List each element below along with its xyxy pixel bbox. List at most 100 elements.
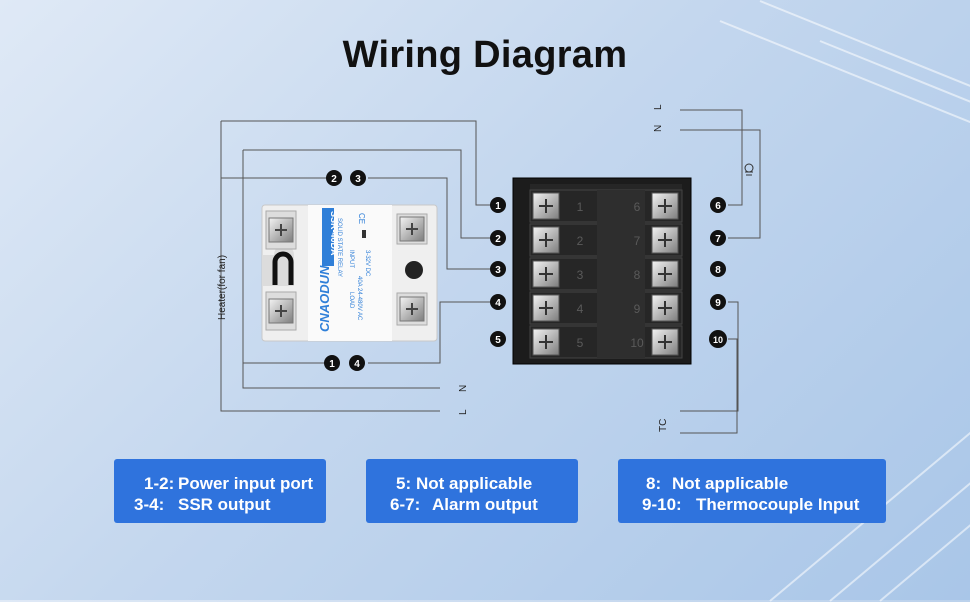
ce-mark-icon: CE xyxy=(357,213,366,224)
info-line: 8:Not applicable xyxy=(618,473,886,494)
ssr-screw-icon xyxy=(396,213,428,245)
ssr-terminal-label: 4 xyxy=(354,359,360,370)
controller-terminal-label: 8 xyxy=(715,265,721,276)
ssr-terminal-badge: 2 xyxy=(326,170,342,186)
wire-label-bottom-L: L xyxy=(458,409,469,415)
controller-screw-icon xyxy=(532,192,560,220)
controller-terminal-label: 5 xyxy=(495,335,501,346)
ssr-subtitle: SOLID STATE RELAY xyxy=(336,218,342,277)
controller-terminal-badge: 2 xyxy=(490,230,506,246)
embossed-number: 6 xyxy=(634,200,641,214)
controller-terminal-badge: 7 xyxy=(710,230,726,246)
controller-screw-icon xyxy=(532,260,560,288)
info-value: Power input port xyxy=(178,474,314,493)
wire-heater-to-bottom-L xyxy=(220,121,440,412)
controller-terminal-badge: 6 xyxy=(710,197,726,213)
wire-tc-minus xyxy=(680,338,738,434)
embossed-number: 9 xyxy=(634,302,641,316)
controller-terminal-label: 9 xyxy=(715,298,721,309)
controller-terminal-label: 4 xyxy=(495,298,501,309)
ssr-terminal-badge: 3 xyxy=(350,170,366,186)
embossed-number: 3 xyxy=(577,268,584,282)
info-value: Alarm output xyxy=(432,495,538,514)
info-key: 6-7: xyxy=(390,495,421,514)
controller-terminal-label: 3 xyxy=(495,265,501,276)
controller-terminal-badge: 8 xyxy=(710,261,726,277)
info-line: 5:Not applicable xyxy=(366,473,578,494)
info-line: 1-2:Power input port xyxy=(114,473,326,494)
controller-screw-icon xyxy=(651,260,679,288)
ssr-led-indicator xyxy=(362,230,366,238)
wire-label-bottom-N: N xyxy=(458,385,469,392)
info-box-power: 1-2:Power input port 3-4: SSR output xyxy=(114,459,326,523)
controller-terminal-label: 10 xyxy=(713,335,723,345)
ssr-input-label: INPUT xyxy=(348,250,354,268)
wire-controller-2 xyxy=(243,149,492,239)
embossed-number: 4 xyxy=(577,302,584,316)
page-title: Wiring Diagram xyxy=(342,34,628,76)
controller-terminal-label: 7 xyxy=(715,234,721,245)
embossed-number: 7 xyxy=(634,234,641,248)
wire-loop-bottom-N xyxy=(242,150,440,389)
info-key: 9-10: xyxy=(642,495,682,514)
controller-screw-icon xyxy=(532,328,560,356)
ssr-mount-hole-right xyxy=(405,261,423,279)
controller-terminal-label: 6 xyxy=(715,201,721,212)
wire-label-top-L: L xyxy=(653,104,664,110)
controller-terminal-badge: 3 xyxy=(490,261,506,277)
wire-alarm-N xyxy=(680,129,761,239)
info-key: 5: xyxy=(396,474,412,493)
wire-alarm-L xyxy=(680,109,743,206)
ssr-screw-icon xyxy=(265,291,297,331)
controller-screw-icon xyxy=(651,192,679,220)
embossed-number: 10 xyxy=(630,336,644,350)
ssr-load-label: LOAD xyxy=(348,292,354,309)
ssr-screw-icon xyxy=(396,292,428,326)
info-key: 3-4: xyxy=(134,495,165,514)
ssr-terminal-badge: 4 xyxy=(349,355,365,371)
info-line: 9-10: Thermocouple Input xyxy=(618,494,886,515)
controller-screw-icon xyxy=(651,328,679,356)
controller-terminal-label: 2 xyxy=(495,234,501,245)
embossed-number: 5 xyxy=(577,336,584,350)
controller-terminal-badge: 10 xyxy=(709,330,727,348)
temperature-controller: 1 2 3 4 5 6 7 8 9 10 xyxy=(512,177,692,365)
solid-state-relay: SSR-40DA CNAODUN SOLID STATE RELAY LOAD … xyxy=(261,204,438,342)
ssr-load-rating: 40A 24-480V AC xyxy=(356,276,362,321)
ssr-brand: CNAODUN xyxy=(317,265,332,332)
controller-terminal-badge: 1 xyxy=(490,197,506,213)
controller-terminal-badge: 5 xyxy=(490,331,506,347)
embossed-number: 8 xyxy=(634,268,641,282)
wires xyxy=(220,109,761,434)
controller-screw-icon xyxy=(651,226,679,254)
embossed-number: 1 xyxy=(577,200,584,214)
controller-terminal-label: 1 xyxy=(495,201,501,212)
wire-heater-to-controller-1 xyxy=(221,120,492,206)
ssr-screw-icon xyxy=(265,210,297,250)
controller-terminal-badge: 9 xyxy=(710,294,726,310)
alarm-lamp-icon xyxy=(744,163,754,176)
wire-label-tc: TC xyxy=(658,419,669,432)
info-value: Not applicable xyxy=(672,474,789,493)
info-value: Thermocouple Input xyxy=(696,495,860,514)
ssr-input-rating: 3-32V DC xyxy=(364,250,370,277)
wire-label-heater: Heater(for fan) xyxy=(217,255,228,320)
ssr-terminal-label: 3 xyxy=(355,174,361,185)
controller-screw-icon xyxy=(532,294,560,322)
controller-screw-icon xyxy=(651,294,679,322)
wire-label-top-N: N xyxy=(653,125,664,132)
wire-tc-plus xyxy=(680,301,739,412)
ssr-terminal-label: 1 xyxy=(329,359,335,370)
wire-ssr3-to-controller-3 xyxy=(368,177,492,270)
ssr-terminal-badge: 1 xyxy=(324,355,340,371)
info-box-alarm: 5:Not applicable 6-7: Alarm output xyxy=(366,459,578,523)
info-value: SSR output xyxy=(178,495,271,514)
controller-terminal-badge: 4 xyxy=(490,294,506,310)
info-box-thermocouple: 8:Not applicable 9-10: Thermocouple Input xyxy=(618,459,886,523)
info-line: 6-7: Alarm output xyxy=(366,494,578,515)
ssr-model: SSR-40DA xyxy=(329,211,339,256)
info-key: 1-2: xyxy=(144,474,175,493)
info-line: 3-4: SSR output xyxy=(114,494,326,515)
embossed-number: 2 xyxy=(577,234,584,248)
